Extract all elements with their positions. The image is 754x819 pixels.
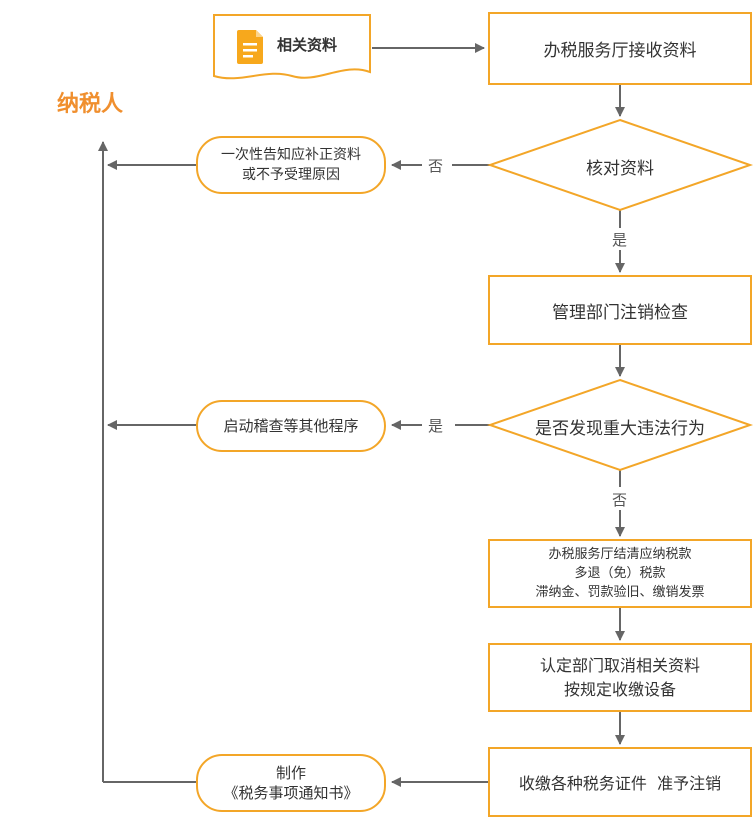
audit-pill: 启动稽查等其他程序 xyxy=(196,400,386,452)
violation-label: 是否发现重大违法行为 xyxy=(535,419,705,439)
notice-line2: 《税务事项通知书》 xyxy=(223,784,359,802)
reject-line1: 一次性告知应补正资料 xyxy=(221,147,361,163)
source-doc-label: 相关资料 xyxy=(277,36,338,54)
receive-label: 办税服务厅接收资料 xyxy=(543,41,697,61)
collect-label: 收缴各种税务证件 准予注销 xyxy=(518,774,722,793)
reject-line2: 或不予受理原因 xyxy=(242,167,340,183)
source-doc-shape: 相关资料 xyxy=(213,14,371,84)
cancel-box: 认定部门取消相关资料 按规定收缴设备 xyxy=(488,643,752,712)
document-icon xyxy=(235,28,265,66)
violation-diamond xyxy=(486,378,754,472)
yes-label-2: 是 xyxy=(425,415,447,436)
settle-line1: 办税服务厅结清应纳税款 xyxy=(548,547,692,562)
inspect-box: 管理部门注销检查 xyxy=(488,275,752,345)
reject-pill: 一次性告知应补正资料 或不予受理原因 xyxy=(196,136,386,194)
settle-line3: 滞纳金、罚款验旧、缴销发票 xyxy=(535,585,705,600)
settle-box: 办税服务厅结清应纳税款 多退（免）税款 滞纳金、罚款验旧、缴销发票 xyxy=(488,539,752,608)
audit-label: 启动稽查等其他程序 xyxy=(223,417,359,435)
settle-line2: 多退（免）税款 xyxy=(574,566,666,581)
receive-box: 办税服务厅接收资料 xyxy=(488,12,752,85)
no-label-2: 否 xyxy=(609,489,631,510)
check-diamond xyxy=(486,118,754,212)
check-label: 核对资料 xyxy=(586,159,654,179)
no-label-1: 否 xyxy=(425,155,447,176)
notice-pill: 制作 《税务事项通知书》 xyxy=(196,754,386,812)
cancel-line2: 按规定收缴设备 xyxy=(563,679,676,699)
notice-line1: 制作 xyxy=(275,764,306,782)
collect-box: 收缴各种税务证件 准予注销 xyxy=(488,747,752,817)
cancel-line1: 认定部门取消相关资料 xyxy=(539,655,700,675)
yes-label-1: 是 xyxy=(609,229,631,250)
inspect-label: 管理部门注销检查 xyxy=(552,302,688,323)
taxpayer-label: 纳税人 xyxy=(57,92,124,117)
